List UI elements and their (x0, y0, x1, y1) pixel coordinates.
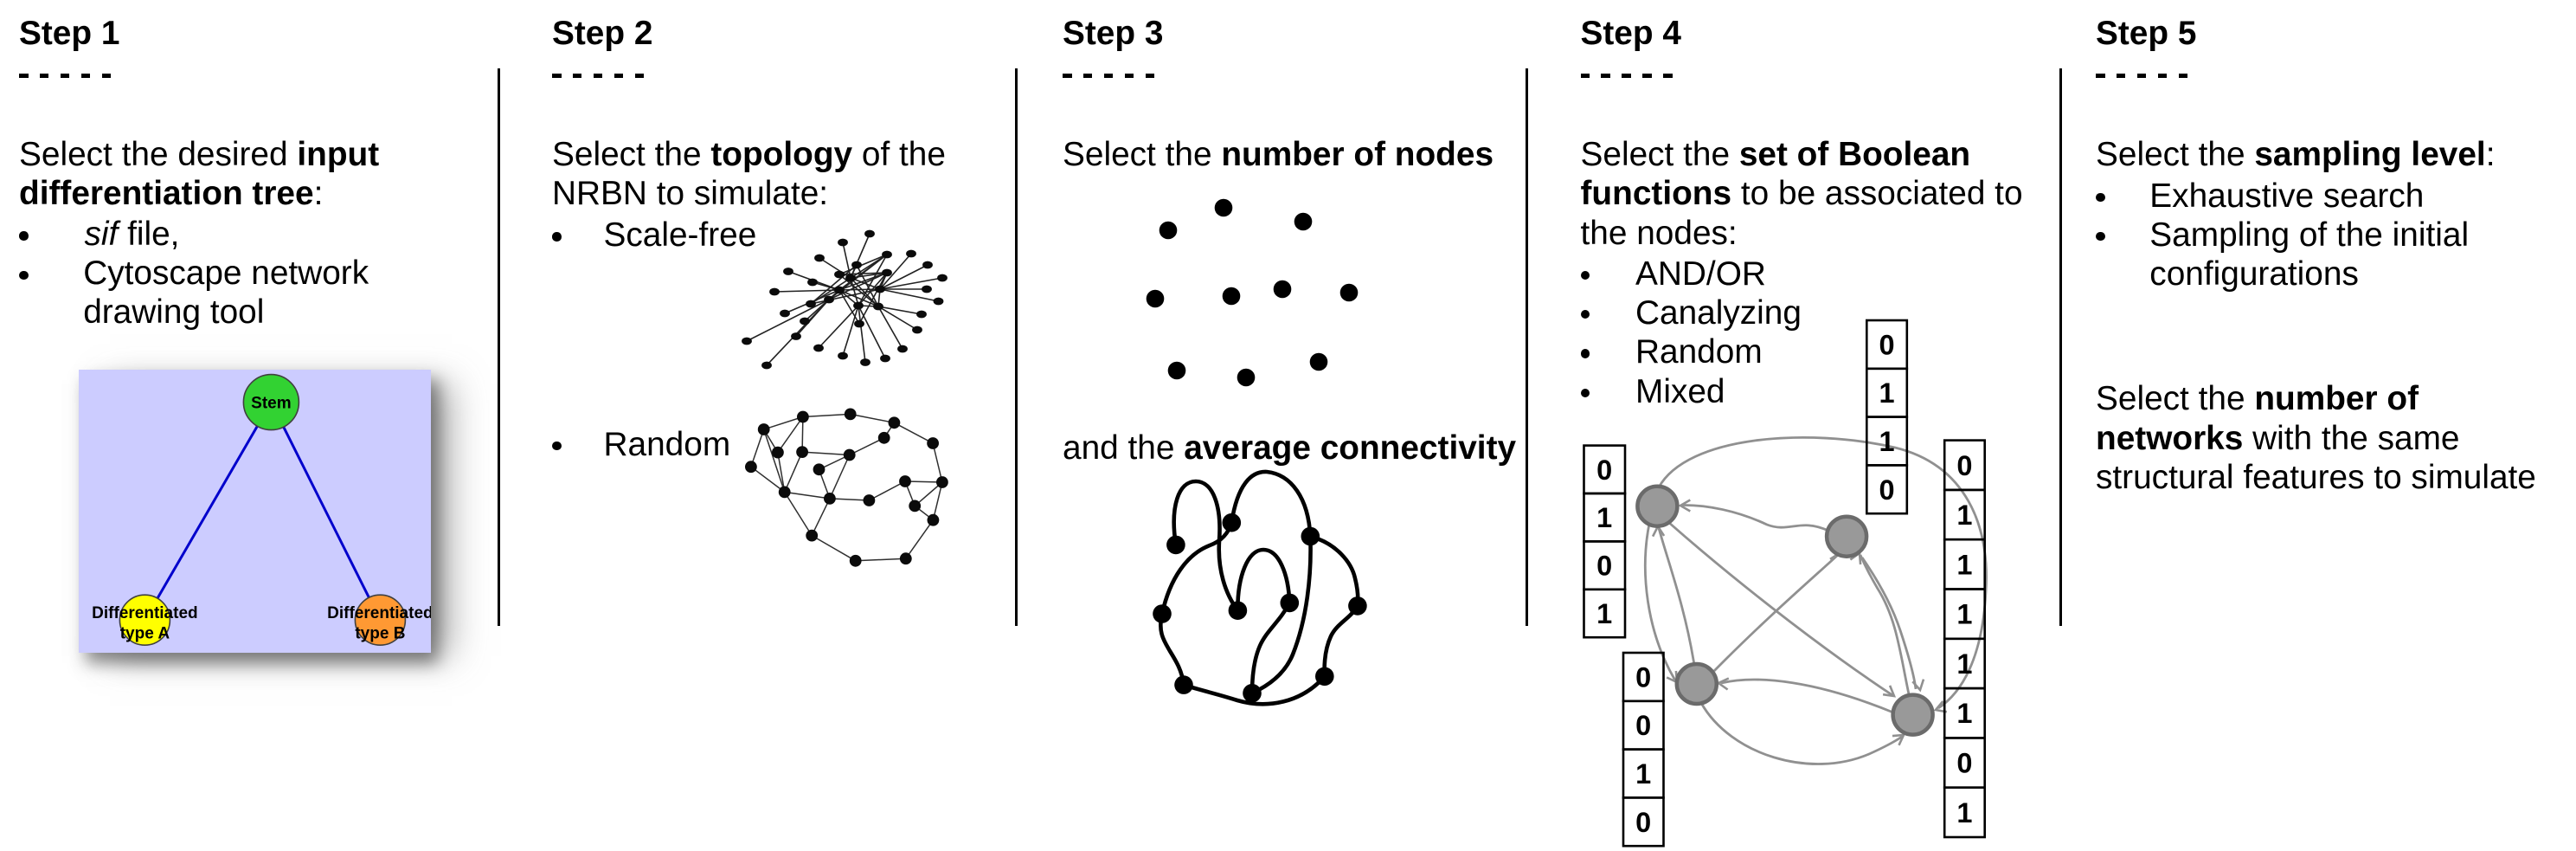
svg-text:0: 0 (1879, 329, 1895, 360)
svg-text:1: 1 (1596, 502, 1612, 533)
svg-text:1: 1 (1635, 758, 1651, 790)
svg-text:1: 1 (1956, 698, 1972, 729)
svg-text:Differentiated: Differentiated (92, 604, 197, 622)
svg-text:1: 1 (1956, 549, 1972, 580)
svg-text:1: 1 (1956, 797, 1972, 828)
svg-text:1: 1 (1956, 599, 1972, 630)
svg-text:type A: type A (119, 624, 170, 642)
svg-text:1: 1 (1879, 377, 1895, 409)
svg-text:type B: type B (355, 624, 405, 642)
svg-text:0: 0 (1596, 455, 1612, 486)
svg-text:Differentiated: Differentiated (327, 604, 431, 622)
svg-text:0: 0 (1635, 710, 1651, 741)
svg-text:1: 1 (1956, 648, 1972, 680)
svg-text:0: 0 (1596, 551, 1612, 582)
svg-text:0: 0 (1956, 748, 1972, 779)
svg-text:0: 0 (1635, 661, 1651, 693)
svg-text:0: 0 (1879, 474, 1895, 506)
svg-text:1: 1 (1596, 598, 1612, 629)
svg-text:1: 1 (1956, 500, 1972, 531)
svg-text:Stem: Stem (251, 394, 291, 412)
svg-text:0: 0 (1956, 450, 1972, 481)
svg-text:0: 0 (1635, 807, 1651, 838)
svg-text:1: 1 (1879, 426, 1895, 457)
